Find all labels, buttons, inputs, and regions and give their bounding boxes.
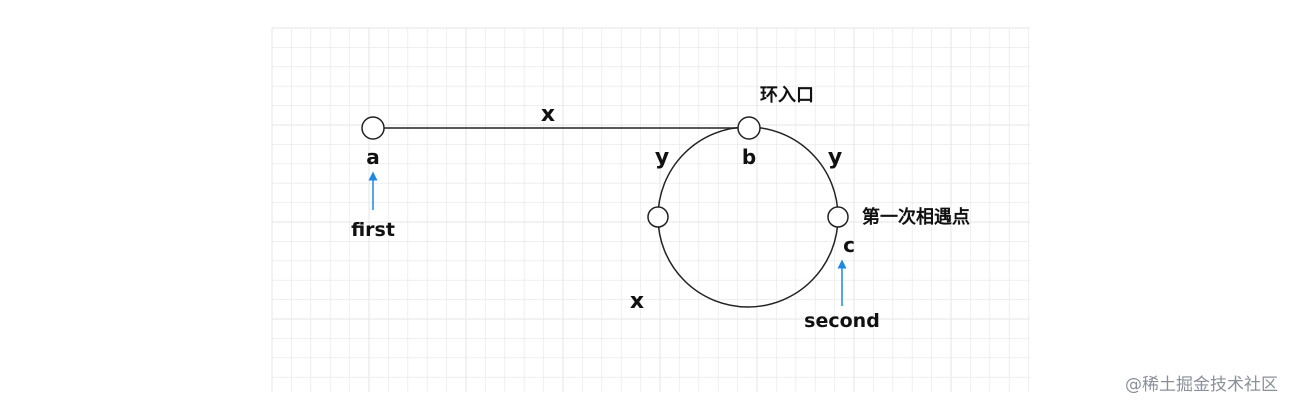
entry-label: 环入口: [760, 85, 814, 106]
node-c-label: c: [843, 233, 855, 257]
node-left: [647, 206, 669, 228]
arc-label-bottom-x: x: [630, 289, 644, 314]
node-a-label: a: [366, 145, 380, 169]
node-b-label: b: [742, 145, 756, 169]
edge-label-ab: x: [541, 102, 555, 127]
arc-label-right-y: y: [828, 145, 842, 170]
arc-label-left-y: y: [655, 145, 669, 170]
first-pointer-label: first: [351, 219, 395, 241]
watermark-text: @稀土掘金技术社区: [1125, 375, 1278, 395]
first-meet-label: 第一次相遇点: [862, 206, 970, 228]
node-a: [361, 116, 385, 140]
second-pointer-label: second: [804, 310, 880, 332]
node-c: [827, 206, 849, 228]
node-b: [737, 116, 761, 140]
